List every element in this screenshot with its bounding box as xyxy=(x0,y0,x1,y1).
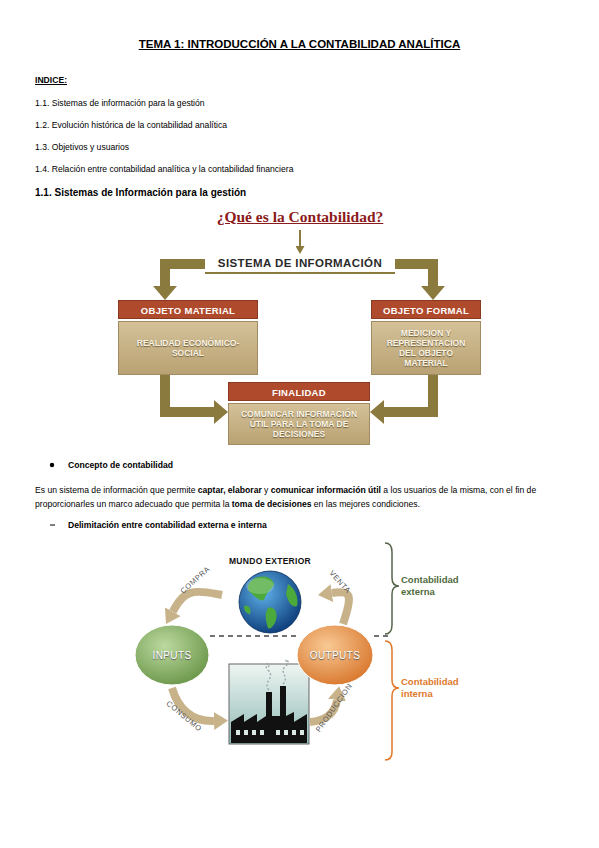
flow-arrow xyxy=(395,264,433,286)
globe-continent xyxy=(244,605,251,614)
bullet-dot xyxy=(50,463,54,467)
node-body: REALIDAD ECONÓMICO-SOCIAL xyxy=(118,321,258,375)
node-heading: OBJETO MATERIAL xyxy=(118,300,258,319)
node-heading: MUNDO EXTERIOR xyxy=(222,556,318,566)
flow-arrow xyxy=(299,230,301,246)
paragraph-text: Es un sistema de información que permite xyxy=(35,485,196,495)
flow-arrow xyxy=(332,592,349,624)
globe-sphere xyxy=(239,571,301,633)
inputs-ellipse: INPUTS xyxy=(134,624,210,686)
globe-continent xyxy=(266,608,277,629)
question-heading: ¿Qué es la Contabilidad? xyxy=(195,206,405,230)
index-heading: INDICE: xyxy=(35,74,67,86)
flow-arrow xyxy=(165,264,205,286)
ellipse-fill xyxy=(135,625,209,685)
index-item: 1.3. Objetivos y usuarios xyxy=(35,141,129,153)
paragraph-bold: elaborar xyxy=(228,485,262,495)
external-brace xyxy=(385,543,399,634)
node-body: COMUNICAR INFORMACIÓN ÚTIL PARA LA TOMA … xyxy=(228,403,370,445)
globe-shape xyxy=(222,556,318,634)
paragraph-bold: toma de decisiones xyxy=(232,499,312,509)
section-heading: 1.1. Sistemas de Información para la ges… xyxy=(35,187,246,199)
factory-windows xyxy=(236,730,304,735)
node-heading: OBJETO FORMAL xyxy=(371,300,481,319)
paragraph-text: y xyxy=(264,485,268,495)
flow-label: PRODUCCION xyxy=(313,681,356,735)
node-heading: OUTPUTS xyxy=(296,624,374,686)
internal-brace xyxy=(385,641,399,760)
globe-highlight xyxy=(246,578,274,594)
node-heading: ¿Qué es la Contabilidad? xyxy=(195,206,405,228)
flow-arrow xyxy=(165,375,214,412)
concept-box: OBJETO MATERIAL REALIDAD ECONÓMICO-SOCIAL xyxy=(118,300,258,375)
node-heading: FINALIDAD xyxy=(228,382,370,401)
bullet-heading: Concepto de contabilidad xyxy=(68,459,173,471)
factory-illustration xyxy=(229,660,309,744)
outputs-ellipse: OUTPUTS xyxy=(296,624,374,686)
page-title: TEMA 1: INTRODUCCIÓN A LA CONTABILIDAD A… xyxy=(0,38,599,50)
concept-box: OBJETO FORMAL MEDICION Y REPRESENTACION D… xyxy=(371,300,481,375)
factory-frame xyxy=(229,664,309,744)
edge-label: COMPRA xyxy=(178,564,213,597)
globe-continent xyxy=(286,584,297,606)
factory-smoke xyxy=(266,660,288,690)
flow-arrow xyxy=(384,375,433,412)
index-item: 1.2. Evolución histórica de la contabili… xyxy=(35,119,227,131)
index-item: 1.1. Sistemas de información para la ges… xyxy=(35,97,205,109)
concept-box: FINALIDAD COMUNICAR INFORMACIÓN ÚTIL PARA… xyxy=(228,382,370,445)
paragraph-block: Es un sistema de información que permite… xyxy=(35,483,567,511)
dashed-connector xyxy=(210,635,296,637)
dash-mark xyxy=(50,525,55,526)
node-heading: INPUTS xyxy=(134,624,210,686)
flow-arrow xyxy=(173,592,222,612)
paragraph-bold: captar, xyxy=(198,485,226,495)
index-item: 1.4. Relación entre contabilidad analíti… xyxy=(35,163,293,175)
bracket-label: Contabilidad interna xyxy=(401,676,481,700)
globe-node: MUNDO EXTERIOR xyxy=(222,556,318,634)
edge-label: VENTA xyxy=(326,568,353,596)
node-heading: SISTEMA DE INFORMACIÓN xyxy=(205,254,395,272)
factory-building xyxy=(231,686,307,743)
ellipse-fill xyxy=(297,625,373,685)
paragraph-bold: comunicar información útil xyxy=(271,485,381,495)
system-heading: SISTEMA DE INFORMACIÓN xyxy=(205,254,395,274)
paragraph-text: en las mejores condiciones. xyxy=(314,499,420,509)
subheading: Delimitación entre contabilidad externa … xyxy=(68,519,267,531)
node-body: MEDICION Y REPRESENTACION DEL OBJETO MAT… xyxy=(371,321,481,375)
dashed-divider xyxy=(374,635,392,637)
bracket-label: Contabilidad externa xyxy=(401,574,481,598)
